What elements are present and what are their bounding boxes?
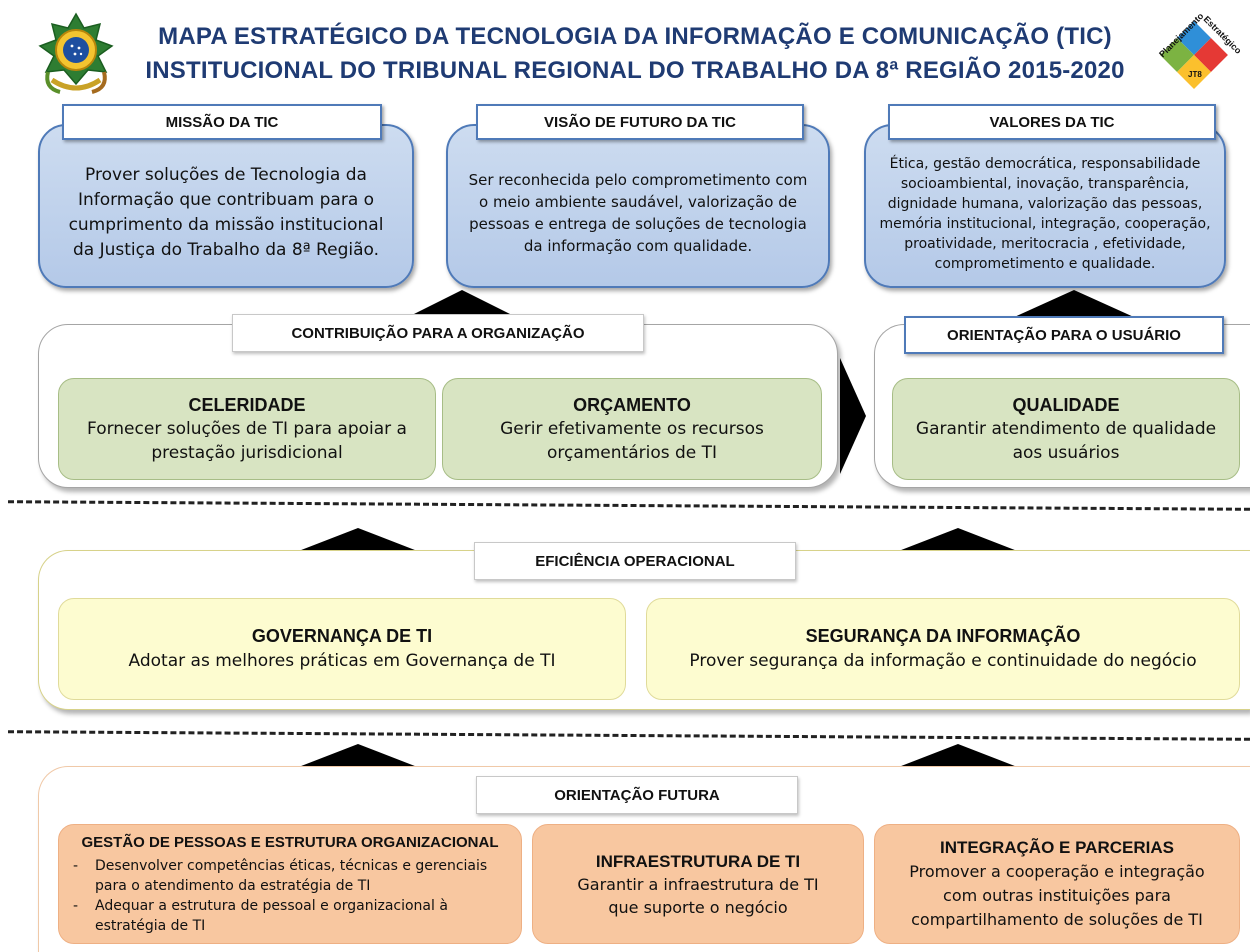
valores-text: Ética, gestão democrática, responsabilid… (879, 156, 1211, 272)
missao-box: Prover soluções de Tecnologia da Informa… (38, 124, 414, 288)
arrow-up-icon (896, 528, 1020, 552)
dashed-divider (8, 500, 1250, 511)
title-line-1: MAPA ESTRATÉGICO DA TECNOLOGIA DA INFORM… (158, 23, 1112, 50)
coat-of-arms-logo (34, 10, 118, 100)
orcamento-box: ORÇAMENTO Gerir efetivamente os recursos… (442, 378, 822, 480)
contribuicao-label: CONTRIBUIÇÃO PARA A ORGANIZAÇÃO (232, 314, 644, 352)
valores-label: VALORES DA TIC (888, 104, 1216, 140)
infra-line-1: Garantir a infraestrutura de TI (577, 874, 819, 894)
seguranca-title: SEGURANÇA DA INFORMAÇÃO (805, 626, 1081, 646)
arrow-up-icon (1012, 290, 1136, 318)
dashed-divider (8, 730, 1250, 741)
arrow-up-icon (896, 744, 1020, 768)
missao-text: Prover soluções de Tecnologia da Informa… (68, 165, 384, 260)
gestao-bullet: Adequar a estrutura de pessoal e organiz… (69, 896, 511, 936)
infra-title: INFRAESTRUTURA DE TI (595, 851, 801, 871)
gestao-box: GESTÃO DE PESSOAS E ESTRUTURA ORGANIZACI… (58, 824, 522, 944)
seguranca-box: SEGURANÇA DA INFORMAÇÃO Prover segurança… (646, 598, 1240, 700)
governanca-line-1: Adotar as melhores práticas em Governanç… (128, 651, 556, 671)
puzzle-logo-icon (1160, 21, 1228, 89)
qualidade-title: QUALIDADE (1012, 395, 1120, 415)
title-line-2: INSTITUCIONAL DO TRIBUNAL REGIONAL DO TR… (145, 57, 1125, 84)
valores-box: Ética, gestão democrática, responsabilid… (864, 124, 1226, 288)
integracao-line-3: compartilhamento de soluções de TI (911, 910, 1203, 929)
visao-box: Ser reconhecida pelo comprometimento com… (446, 124, 830, 288)
futura-label: ORIENTAÇÃO FUTURA (476, 776, 798, 814)
missao-label: MISSÃO DA TIC (62, 104, 382, 140)
integracao-line-2: com outras instituições para (943, 886, 1171, 905)
qualidade-box: QUALIDADE Garantir atendimento de qualid… (892, 378, 1240, 480)
arrow-up-icon (296, 528, 420, 552)
celeridade-box: CELERIDADE Fornecer soluções de TI para … (58, 378, 436, 480)
governanca-title: GOVERNANÇA DE TI (251, 626, 433, 646)
gestao-bullet: Desenvolver competências éticas, técnica… (69, 856, 511, 896)
usuario-label: ORIENTAÇÃO PARA O USUÁRIO (904, 316, 1224, 354)
celeridade-title: CELERIDADE (188, 395, 306, 415)
orcamento-line-1: Gerir efetivamente os recursos (500, 419, 764, 439)
infra-line-2: que suporte o negócio (608, 897, 788, 917)
arrow-up-icon (296, 744, 420, 768)
brazil-coat-of-arms-icon (38, 12, 114, 94)
eficiencia-label: EFICIÊNCIA OPERACIONAL (474, 542, 796, 580)
celeridade-line-2: prestação jurisdicional (151, 443, 343, 463)
governanca-box: GOVERNANÇA DE TI Adotar as melhores prát… (58, 598, 626, 700)
orcamento-line-2: orçamentários de TI (546, 443, 718, 463)
page-title: MAPA ESTRATÉGICO DA TECNOLOGIA DA INFORM… (130, 20, 1140, 88)
orcamento-title: ORÇAMENTO (573, 395, 691, 415)
celeridade-line-1: Fornecer soluções de TI para apoiar a (87, 419, 407, 439)
visao-text: Ser reconhecida pelo comprometimento com… (468, 171, 808, 255)
integracao-title: INTEGRAÇÃO E PARCERIAS (940, 838, 1174, 857)
infra-box: INFRAESTRUTURA DE TI Garantir a infraest… (532, 824, 864, 944)
planejamento-logo: Planejamento Estratégico JT8 (1148, 11, 1243, 98)
integracao-box: INTEGRAÇÃO E PARCERIAS Promover a cooper… (874, 824, 1240, 944)
gestao-title: GESTÃO DE PESSOAS E ESTRUTURA ORGANIZACI… (81, 834, 499, 851)
integracao-line-1: Promover a cooperação e integração (909, 862, 1205, 881)
qualidade-line-2: aos usuários (1012, 443, 1120, 463)
qualidade-line-1: Garantir atendimento de qualidade (915, 419, 1217, 439)
seguranca-line-1: Prover segurança da informação e continu… (689, 651, 1197, 671)
arrow-right-icon (840, 358, 866, 474)
gestao-bullets: Desenvolver competências éticas, técnica… (69, 856, 511, 936)
logo-text-jt8: JT8 (1188, 70, 1202, 79)
visao-label: VISÃO DE FUTURO DA TIC (476, 104, 804, 140)
